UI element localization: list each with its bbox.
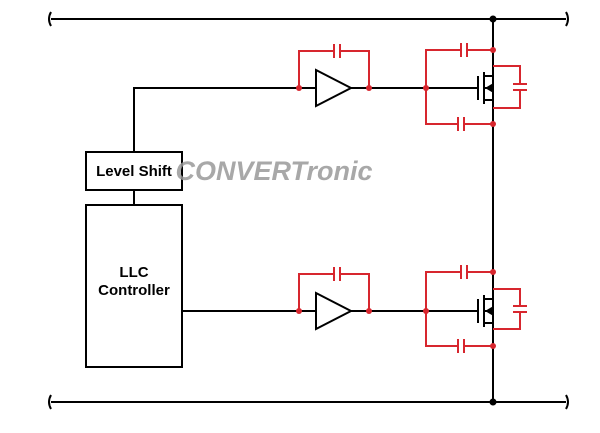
top-rail	[48, 11, 569, 27]
buffer-amplifier-icon	[315, 68, 354, 108]
mosfet-icon	[477, 50, 494, 124]
high-side-signal-wire	[133, 87, 478, 152]
low-buffer-parasitic-capacitor	[296, 267, 372, 314]
high-mosfet-parasitic-capacitors	[423, 43, 527, 131]
llc-controller-label-line1: LLC	[119, 264, 148, 281]
mosfet-icon	[477, 272, 494, 346]
buffer-amplifier-icon	[315, 291, 354, 331]
llc-controller-block: LLC Controller	[85, 204, 183, 368]
llc-controller-label-line2: Controller	[98, 282, 170, 299]
bottom-rail	[48, 394, 569, 410]
watermark-text: CONVERTronic	[175, 156, 372, 186]
low-mosfet-parasitic-capacitors	[423, 265, 527, 353]
level-shift-label: Level Shift	[96, 163, 172, 180]
level-shift-block: Level Shift	[85, 151, 183, 191]
high-buffer-parasitic-capacitor	[296, 44, 372, 91]
